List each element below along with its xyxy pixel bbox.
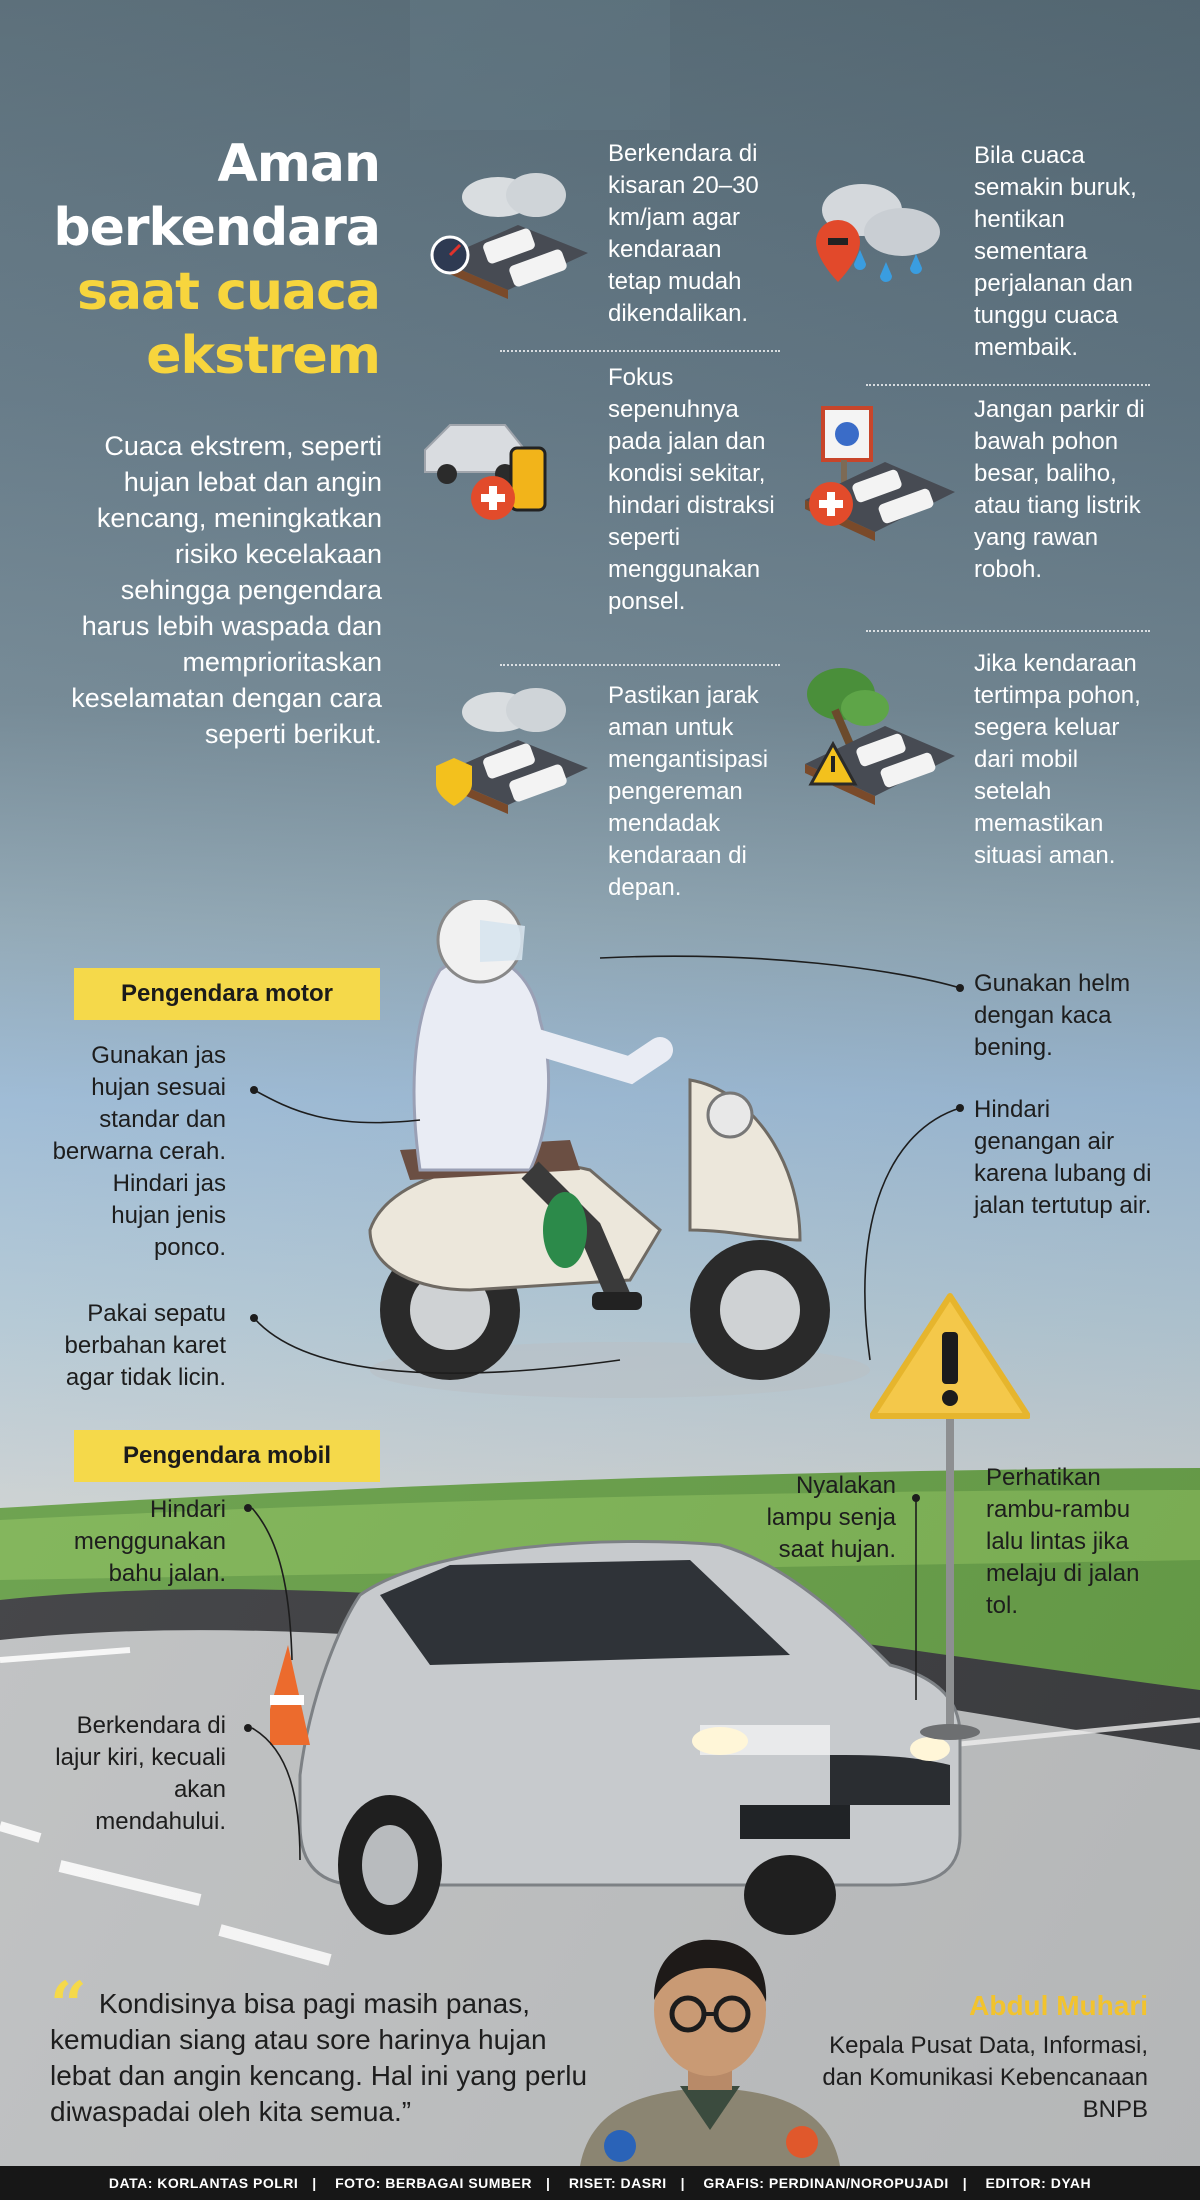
title-line-1: Aman <box>217 134 381 194</box>
motor-section-label: Pengendara motor <box>74 968 380 1020</box>
motor-helmet-text: Gunakan helm dengan kaca bening. <box>974 970 1131 1061</box>
mobil-left-lane-text: Berkendara di lajur kiri, kecuali akan m… <box>55 1712 226 1835</box>
tip-divider <box>500 664 780 666</box>
callout-dot <box>244 1724 252 1732</box>
callout-dot <box>244 1504 252 1512</box>
callout-dot <box>912 1494 920 1502</box>
tip-distance-text: Pastikan jarak aman untuk mengantisipasi… <box>608 682 769 901</box>
mobil-lights-text: Nyalakan lampu senja saat hujan. <box>766 1472 896 1563</box>
storm-cloud-stop-icon <box>816 184 940 282</box>
mobil-section-label: Pengendara mobil <box>74 1430 380 1482</box>
credit-graphics: GRAFIS: PERDINAN/NOROPUJADI <box>703 2175 949 2191</box>
callout-dot <box>250 1086 258 1094</box>
speaker-role: Kepala Pusat Data, Informasi, dan Komuni… <box>822 2032 1148 2123</box>
motor-shoes-text: Pakai sepatu berbahan karet agar tidak l… <box>64 1300 226 1391</box>
title-line-4: ekstrem <box>146 326 381 386</box>
mobil-signs-text: Perhatikan rambu-rambu lalu lintas jika … <box>986 1464 1140 1619</box>
tip-fallen-tree-text: Jika kendaraan tertimpa pohon, segera ke… <box>974 650 1141 869</box>
speaker-name: Abdul Muhari <box>969 1990 1148 2021</box>
warning-sign-icon <box>870 1293 1030 1740</box>
tip-parking-text: Jangan parkir di bawah pohon besar, bali… <box>974 396 1145 583</box>
tip-speed-text: Berkendara di kisaran 20–30 km/jam agar … <box>608 140 759 327</box>
speaker-portrait <box>580 1939 840 2166</box>
car-illustration <box>270 1540 962 1935</box>
billboard-cars-warning-icon <box>805 406 955 541</box>
motor-puddle-text: Hindari genangan air karena lubang di ja… <box>974 1096 1152 1219</box>
mobil-shoulder-text: Hindari menggunakan bahu jalan. <box>73 1496 226 1587</box>
callout-dot <box>956 984 964 992</box>
credit-photo: FOTO: BERBAGAI SUMBER <box>335 2175 532 2191</box>
page-title: Aman berkendara saat cuaca ekstrem <box>20 132 381 388</box>
cars-shield-distance-icon <box>436 688 588 814</box>
motor-raincoat-text: Gunakan jas hujan sesuai standar dan ber… <box>52 1042 226 1261</box>
car-phone-warning-icon <box>424 424 547 520</box>
credit-research: RISET: DASRI <box>568 2175 667 2191</box>
title-line-2: berkendara <box>53 198 381 258</box>
credit-editor: EDITOR: DYAH <box>985 2175 1092 2191</box>
tip-divider <box>866 630 1150 632</box>
quote-text: Kondisinya bisa pagi masih panas, kemudi… <box>50 1988 588 2127</box>
callout-dot <box>250 1314 258 1322</box>
intro-paragraph: Cuaca ekstrem, seperti hujan lebat dan a… <box>71 431 382 749</box>
fallen-tree-warning-icon <box>805 668 955 805</box>
quote-block: “Kondisinya bisa pagi masih panas, kemud… <box>50 1974 610 2130</box>
tip-divider <box>866 384 1150 386</box>
cars-speedometer-rain-icon <box>430 173 588 299</box>
tip-divider <box>500 350 780 352</box>
credits-bar: DATA: KORLANTAS POLRI| FOTO: BERBAGAI SU… <box>0 2166 1200 2200</box>
tip-stop-text: Bila cuaca semakin buruk, hentikan semen… <box>974 142 1137 361</box>
title-line-3: saat cuaca <box>77 262 381 322</box>
tip-focus-text: Fokus sepenuhnya pada jalan dan kondisi … <box>608 364 775 615</box>
callout-dot <box>956 1104 964 1112</box>
motorcycle-rider-illustration <box>368 900 870 1398</box>
credit-data: DATA: KORLANTAS POLRI <box>108 2175 299 2191</box>
